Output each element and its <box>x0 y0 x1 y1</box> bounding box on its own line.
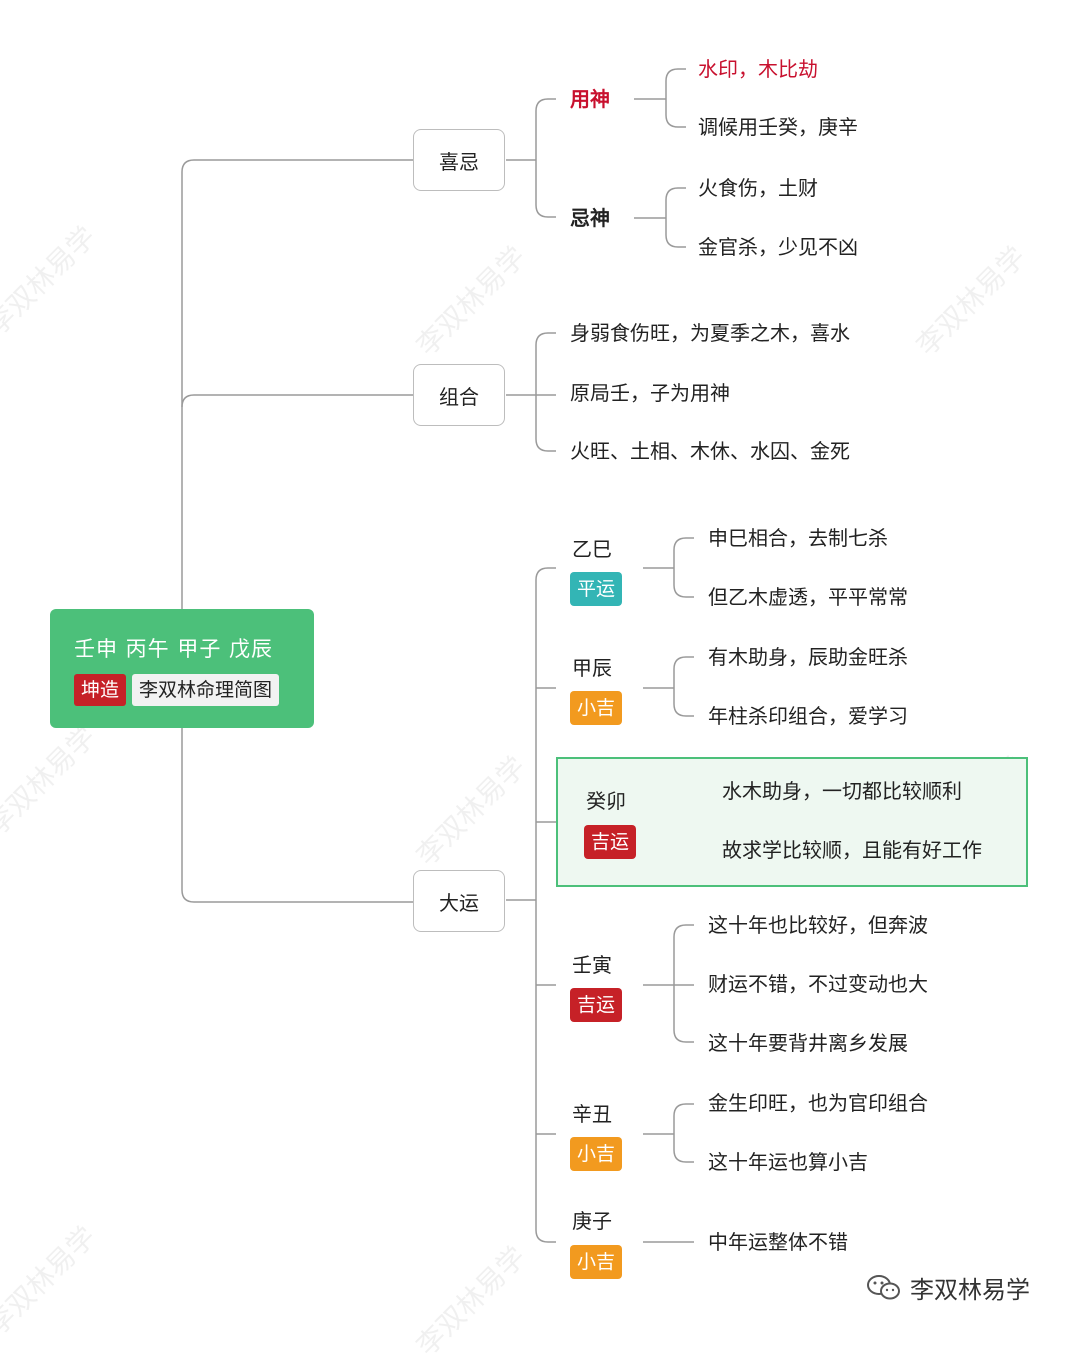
badge-jiyun: 吉运 <box>584 825 637 859</box>
node-jishen[interactable]: 忌神 <box>570 206 610 230</box>
leaf-text: 火旺、土相、木休、水囚、金死 <box>570 439 850 463</box>
leaf-text: 故求学比较顺，且能有好工作 <box>722 838 982 862</box>
leaf-text: 身弱食伤旺，为夏季之木，喜水 <box>570 321 850 345</box>
node-xiji[interactable]: 喜忌 <box>413 129 505 191</box>
node-dayun[interactable]: 大运 <box>413 870 505 932</box>
leaf-text: 原局壬，子为用神 <box>570 381 730 405</box>
badge-ping: 平运 <box>570 572 623 606</box>
badge-xiaoji: 小吉 <box>570 1245 623 1279</box>
badge-jiyun: 吉运 <box>570 988 623 1022</box>
leaf-text: 但乙木虚透，平平常常 <box>708 585 908 609</box>
node-zuhe[interactable]: 组合 <box>413 364 505 426</box>
leaf-text: 中年运整体不错 <box>708 1230 848 1254</box>
leaf-text: 这十年也比较好，但奔波 <box>708 913 928 937</box>
node-renyin[interactable]: 壬寅 <box>572 953 612 977</box>
brand-text: 李双林易学 <box>910 1276 1030 1304</box>
node-label: 组合 <box>439 384 479 409</box>
root-node[interactable]: 壬申 丙午 甲子 戊辰 坤造 李双林命理简图 <box>50 609 314 728</box>
badge-xiaoji: 小吉 <box>570 1137 623 1171</box>
node-yongshen[interactable]: 用神 <box>570 87 610 111</box>
leaf-text: 这十年要背井离乡发展 <box>708 1031 908 1055</box>
root-title: 壬申 丙午 甲子 戊辰 <box>74 637 274 661</box>
footer-brand: 李双林易学 <box>866 1270 1030 1305</box>
leaf-text: 金官杀，少见不凶 <box>698 235 858 259</box>
node-xinchou[interactable]: 辛丑 <box>572 1102 612 1126</box>
leaf-text: 调候用壬癸，庚辛 <box>698 115 858 139</box>
leaf-text: 水木助身，一切都比较顺利 <box>722 779 962 803</box>
leaf-text: 财运不错，不过变动也大 <box>708 972 928 996</box>
badge-xiaoji: 小吉 <box>570 691 623 725</box>
leaf-text: 金生印旺，也为官印组合 <box>708 1091 928 1115</box>
node-jiachen[interactable]: 甲辰 <box>572 656 612 680</box>
leaf-text: 有木助身，辰助金旺杀 <box>708 645 908 669</box>
leaf-text: 水印，木比劫 <box>698 57 818 81</box>
node-label: 大运 <box>439 890 479 915</box>
node-guimao[interactable]: 癸卯 <box>586 789 626 813</box>
node-label: 喜忌 <box>439 149 479 174</box>
node-yisi[interactable]: 乙巳 <box>572 537 612 561</box>
leaf-text: 申巳相合，去制七杀 <box>708 526 888 550</box>
highlight-frame <box>556 757 1028 887</box>
wechat-icon <box>866 1273 902 1303</box>
node-gengzi[interactable]: 庚子 <box>572 1209 612 1233</box>
gender-tag: 坤造 <box>74 674 127 706</box>
author-tag: 李双林命理简图 <box>132 674 280 706</box>
leaf-text: 这十年运也算小吉 <box>708 1150 868 1174</box>
leaf-text: 火食伤，土财 <box>698 176 818 200</box>
leaf-text: 年柱杀印组合，爱学习 <box>708 704 908 728</box>
